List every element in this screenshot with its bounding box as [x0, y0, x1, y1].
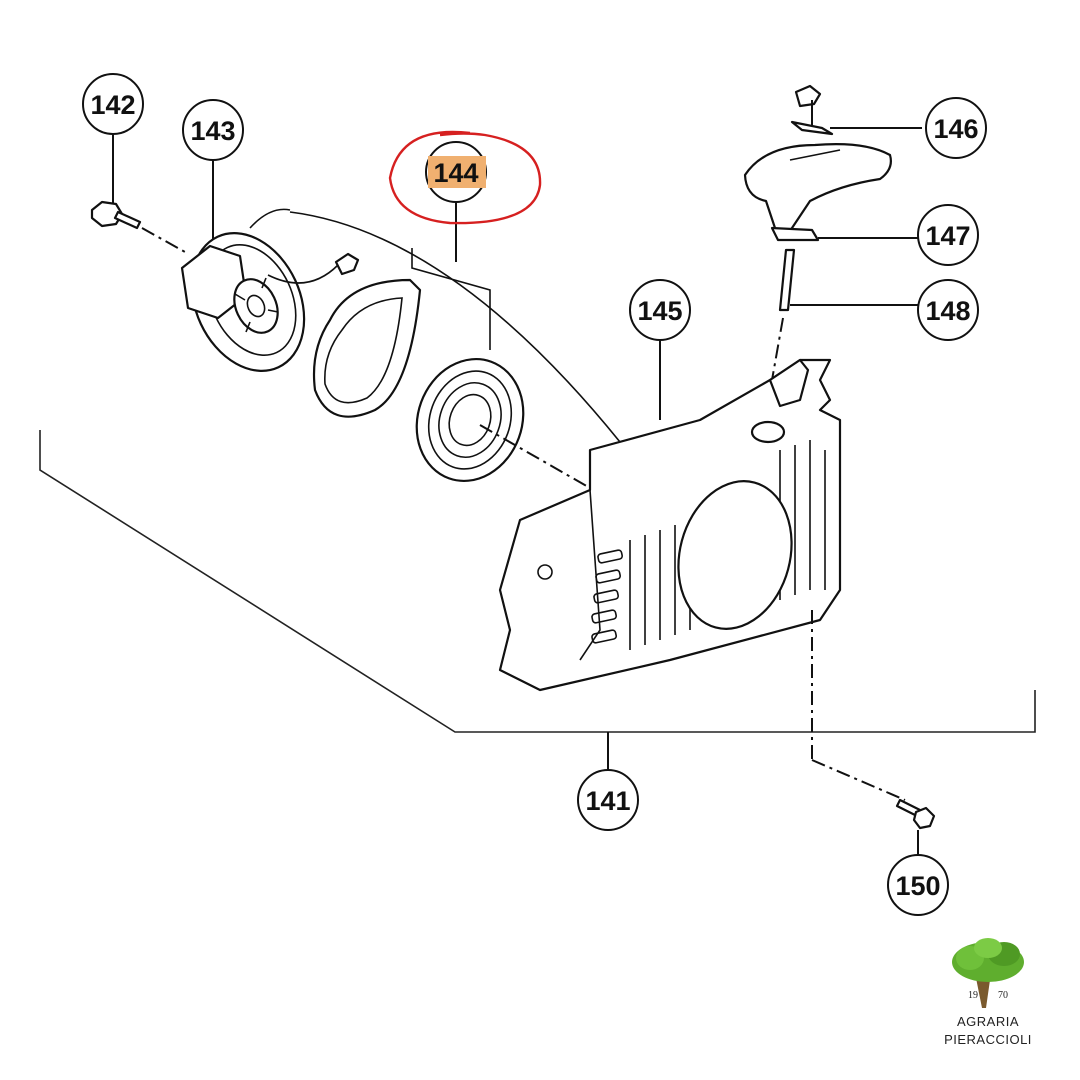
part-150-screw [895, 798, 936, 858]
callout-144-highlight [428, 156, 486, 188]
logo-name-line2: PIERACCIOLI [944, 1032, 1032, 1047]
part-145-starter-housing [498, 338, 906, 801]
callout-145[interactable]: 145 [629, 279, 691, 341]
logo-year-left: 19 [968, 990, 978, 1001]
logo-name-line1: AGRARIA [957, 1014, 1019, 1029]
callout-144[interactable]: 144 [425, 141, 487, 203]
callout-143[interactable]: 143 [182, 99, 244, 161]
part-148-rope [768, 248, 920, 408]
part-144-spring-case [312, 200, 491, 418]
callout-148[interactable]: 148 [917, 279, 979, 341]
callout-label-144: 144 [433, 158, 478, 188]
callout-147[interactable]: 147 [917, 204, 979, 266]
part-142-bolt [90, 132, 186, 253]
callout-150[interactable]: 150 [887, 854, 949, 916]
callout-label-148: 148 [925, 296, 970, 326]
callout-label-145: 145 [637, 296, 682, 326]
callout-141[interactable]: 141 [577, 769, 639, 831]
part-147-grommet [770, 226, 920, 242]
callout-label-143: 143 [190, 116, 235, 146]
callout-label-141: 141 [585, 786, 630, 816]
assembly-bracket-141 [39, 430, 1036, 776]
brand-logo: 19 70 AGRARIA PIERACCIOLI [944, 938, 1032, 1047]
callout-label-150: 150 [895, 871, 940, 901]
callout-label-146: 146 [933, 114, 978, 144]
red-circle-mark [388, 130, 542, 225]
callout-label-147: 147 [925, 221, 970, 251]
callout-142[interactable]: 142 [82, 73, 144, 135]
logo-year-right: 70 [998, 990, 1008, 1001]
callout-label-142: 142 [90, 90, 135, 120]
tree-icon [952, 938, 1024, 1008]
recoil-spring [415, 357, 591, 489]
part-146-handle [743, 84, 922, 233]
callout-146[interactable]: 146 [925, 97, 987, 159]
